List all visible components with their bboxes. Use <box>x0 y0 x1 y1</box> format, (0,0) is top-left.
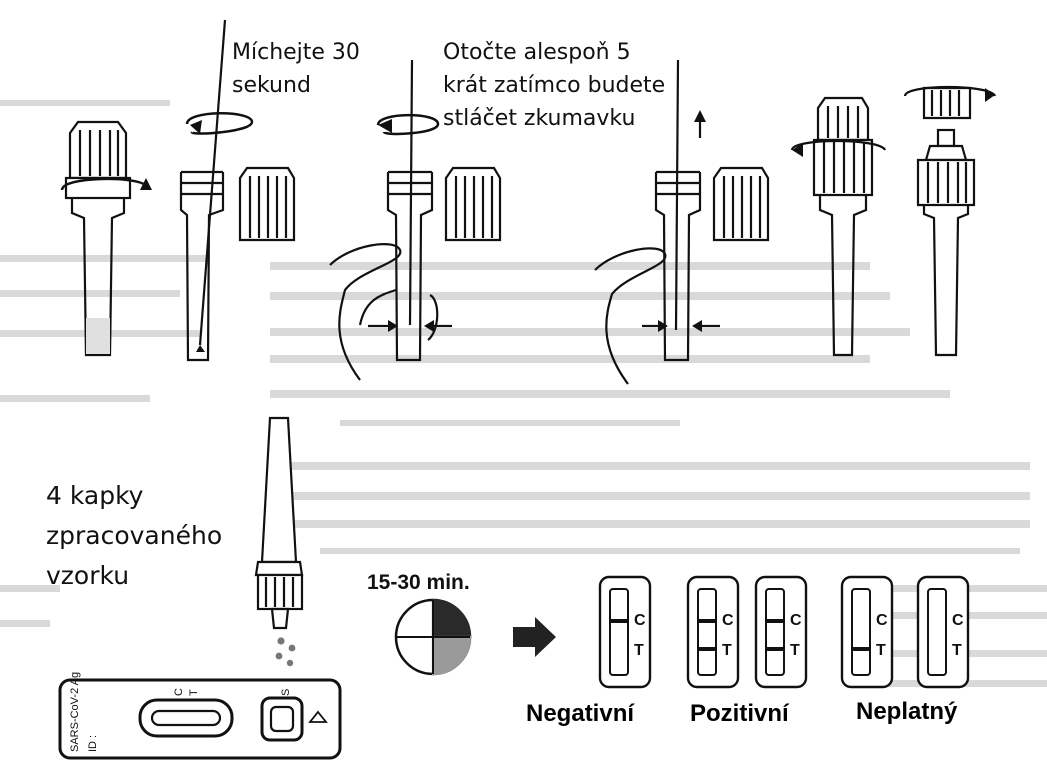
test-line <box>852 647 870 651</box>
strip-t-label: T <box>634 642 644 659</box>
tube-dropper-tip <box>903 85 997 357</box>
step-caption-rotate: Otočte alespoň 5 krát zatímco budete stl… <box>443 40 666 131</box>
timer-clock-icon <box>394 598 472 676</box>
dropper-bottle <box>254 416 304 667</box>
result-strip: CT <box>686 575 740 689</box>
test-line <box>698 647 716 651</box>
tube-squeezed-hand-2 <box>594 59 720 385</box>
cassette-id-label: ID : <box>87 735 99 752</box>
strip-c-label: C <box>952 612 964 629</box>
strip-t-label: T <box>876 642 886 659</box>
loose-cap-a <box>238 166 296 242</box>
procedure-illustrations <box>60 19 997 385</box>
arrow-right-icon <box>513 617 556 657</box>
tube-squeezed-hand-1 <box>329 59 452 381</box>
test-cassette: SARS-CoV-2 Ag ID : C T S <box>58 672 342 760</box>
step-caption-drops: 4 kapky zpracovaného vzorku <box>46 481 223 590</box>
strip-c-label: C <box>634 612 646 629</box>
cassette-s-label: S <box>280 689 292 696</box>
loose-cap-b <box>444 166 502 242</box>
control-line <box>766 619 784 623</box>
result-strip: CT <box>840 575 894 689</box>
capped-tube-1 <box>60 120 152 357</box>
strip-c-label: C <box>876 612 888 629</box>
strip-t-label: T <box>790 642 800 659</box>
strip-c-label: C <box>790 612 802 629</box>
result-strip: CT <box>916 575 970 689</box>
test-line <box>766 647 784 651</box>
tube-with-swab-stir <box>179 19 254 362</box>
result-label-invalid: Neplatný <box>856 698 958 725</box>
result-strip: CT <box>598 575 652 689</box>
cassette-c-label: C <box>173 688 185 696</box>
timer-label: 15-30 min. <box>367 571 470 594</box>
control-line <box>698 619 716 623</box>
tube-capped-rotate <box>790 96 887 357</box>
strip-t-label: T <box>722 642 732 659</box>
control-line <box>610 619 628 623</box>
cassette-brand: SARS-CoV-2 Ag <box>69 672 81 752</box>
result-label-positive: Pozitivní <box>690 700 789 727</box>
loose-cap-c <box>712 166 770 242</box>
result-strip: CT <box>754 575 808 689</box>
cassette-t-label: T <box>188 689 200 696</box>
strip-t-label: T <box>952 642 962 659</box>
strip-c-label: C <box>722 612 734 629</box>
result-label-negative: Negativní <box>526 700 635 727</box>
step-caption-stir: Míchejte 30 sekund <box>232 40 360 98</box>
